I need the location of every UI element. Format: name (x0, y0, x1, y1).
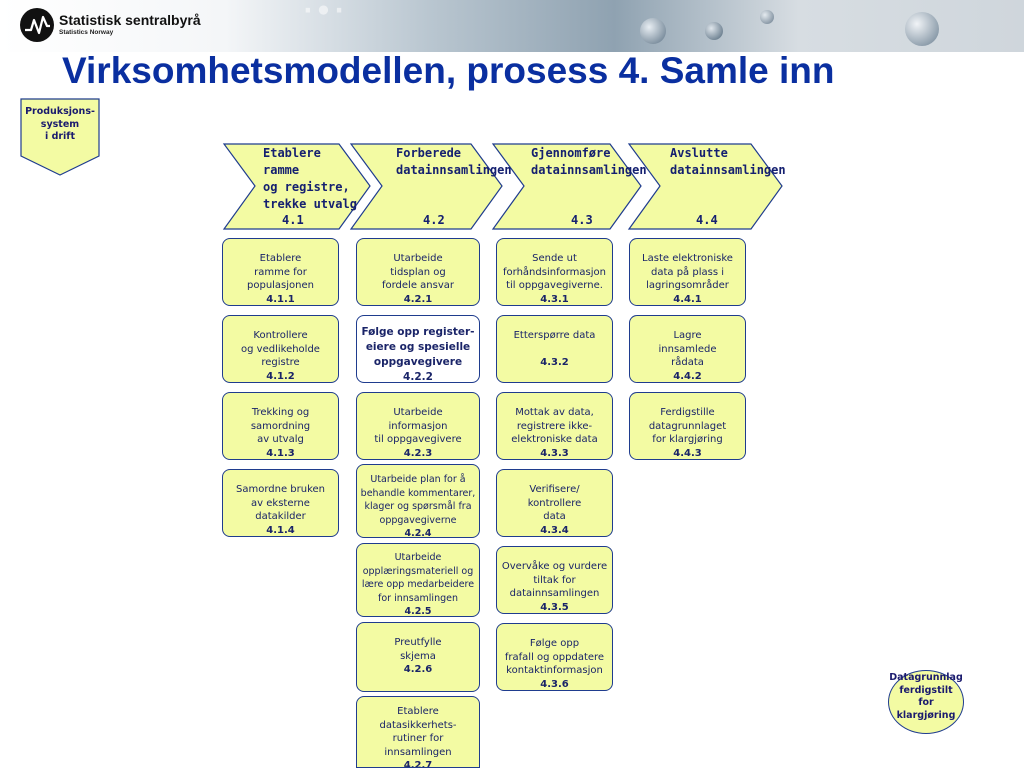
banner-decoration (705, 22, 723, 40)
process-id: 4.3.2 (540, 357, 569, 368)
phase-label: Avslutte datainnsamlingen (670, 146, 786, 177)
org-name: Statistisk sentralbyrå (59, 12, 201, 28)
process-id: 4.3.6 (540, 678, 569, 690)
process-id: 4.1.2 (266, 370, 295, 382)
process-box-4-2-2: Følge opp register- eiere og spesielle o… (356, 315, 480, 383)
process-id: 4.3.1 (540, 293, 569, 305)
process-box-4-2-7: Etablere datasikkerhets- rutiner for inn… (356, 696, 480, 768)
process-box-4-1-4: Samordne bruken av eksterne datakilder 4… (222, 469, 339, 537)
phase-number: 4.3 (571, 213, 593, 227)
process-label: Trekking og samordning av utvalg (250, 407, 311, 445)
process-box-4-1-1: Etablere ramme for populasjonen 4.1.1 (222, 238, 339, 306)
process-id: 4.2.5 (404, 606, 432, 617)
phase-label: Gjennomføre datainnsamlingen (531, 146, 647, 177)
process-label: Utarbeide opplæringsmateriell og lære op… (361, 552, 475, 604)
process-label: Mottak av data, registrere ikke- elektro… (511, 407, 598, 445)
process-label: Følge opp frafall og oppdatere kontaktin… (504, 638, 605, 676)
process-label: Lagre innsamlede rådata (658, 330, 717, 368)
phase-label: Etablere ramme og registre, trekke utval… (263, 146, 357, 211)
banner-decoration (640, 18, 666, 44)
process-box-4-4-2: Lagre innsamlede rådata 4.4.2 (629, 315, 746, 383)
process-id: 4.4.1 (673, 293, 702, 305)
process-box-4-3-4: Verifisere/ kontrollere data 4.3.4 (496, 469, 613, 537)
process-id: 4.2.1 (403, 293, 433, 305)
process-id: 4.3.5 (540, 601, 569, 613)
process-box-4-3-1: Sende ut forhåndsinformasjon til oppgave… (496, 238, 613, 306)
process-label: Etablere ramme for populasjonen (247, 253, 314, 291)
banner-decoration (905, 12, 939, 46)
process-box-4-2-5: Utarbeide opplæringsmateriell og lære op… (356, 543, 480, 617)
process-id: 4.2.2 (403, 371, 433, 383)
process-label: Laste elektroniske data på plass i lagri… (642, 253, 733, 291)
process-box-4-3-6: Følge opp frafall og oppdatere kontaktin… (496, 623, 613, 691)
process-label: Preutfylle skjema (394, 637, 442, 662)
process-box-4-2-1: Utarbeide tidsplan og fordele ansvar 4.2… (356, 238, 480, 306)
process-box-4-3-2: Etterspørre data 4.3.2 (496, 315, 613, 383)
banner-decoration: ·∙· (300, 0, 347, 26)
org-subtitle: Statistics Norway (59, 29, 114, 36)
process-box-4-2-3: Utarbeide informasjon til oppgavegivere … (356, 392, 480, 460)
phase-number: 4.4 (696, 213, 718, 227)
process-id: 4.1.4 (266, 524, 295, 536)
phase-label: Forberede datainnsamlingen (396, 146, 512, 177)
process-label: Ferdigstille datagrunnlaget for klargjør… (648, 407, 727, 445)
output-label: Datagrunnlag ferdigstilt for klargjøring (889, 672, 963, 721)
process-id: 4.4.3 (673, 447, 702, 459)
process-box-4-2-4: Utarbeide plan for å behandle kommentare… (356, 464, 480, 538)
process-id: 4.1.3 (266, 447, 295, 459)
input-label: Produksjons- system i drift (25, 106, 95, 142)
process-id: 4.2.6 (403, 664, 433, 675)
process-label: Samordne bruken av eksterne datakilder (235, 484, 325, 522)
process-label: Utarbeide informasjon til oppgavegivere (374, 407, 462, 445)
process-label: Etterspørre data (513, 330, 596, 341)
process-id: 4.2.7 (403, 760, 433, 768)
process-label: Etablere datasikkerhets- rutiner for inn… (379, 706, 457, 758)
process-id: 4.2.3 (403, 447, 433, 459)
ssb-logo-icon (20, 8, 54, 42)
process-label: Kontrollere og vedlikeholde registre (241, 330, 320, 368)
process-id: 4.3.3 (540, 447, 569, 459)
process-label: Følge opp register- eiere og spesielle o… (361, 326, 475, 368)
phase-number: 4.1 (282, 213, 304, 227)
header-banner: ·∙· (0, 0, 1024, 52)
phase-number: 4.2 (423, 213, 445, 227)
process-label: Verifisere/ kontrollere data (527, 484, 582, 522)
page-title: Virksomhetsmodellen, prosess 4. Samle in… (62, 50, 835, 91)
process-box-4-2-6: Preutfylle skjema 4.2.6 (356, 622, 480, 692)
process-box-4-3-3: Mottak av data, registrere ikke- elektro… (496, 392, 613, 460)
process-box-4-4-1: Laste elektroniske data på plass i lagri… (629, 238, 746, 306)
process-id: 4.1.1 (266, 293, 295, 305)
process-id: 4.3.4 (540, 524, 569, 536)
output-circle (888, 670, 964, 734)
process-box-4-1-3: Trekking og samordning av utvalg 4.1.3 (222, 392, 339, 460)
input-pentagon (20, 98, 100, 176)
banner-decoration (760, 10, 774, 24)
process-label: Utarbeide plan for å behandle kommentare… (360, 474, 476, 526)
process-label: Sende ut forhåndsinformasjon til oppgave… (503, 253, 606, 291)
process-id: 4.2.4 (404, 528, 432, 538)
process-box-4-4-3: Ferdigstille datagrunnlaget for klargjør… (629, 392, 746, 460)
process-id: 4.4.2 (673, 370, 702, 382)
process-label: Overvåke og vurdere tiltak for datainnsa… (501, 561, 608, 599)
process-label: Utarbeide tidsplan og fordele ansvar (381, 253, 455, 291)
process-box-4-3-5: Overvåke og vurdere tiltak for datainnsa… (496, 546, 613, 614)
process-box-4-1-2: Kontrollere og vedlikeholde registre 4.1… (222, 315, 339, 383)
